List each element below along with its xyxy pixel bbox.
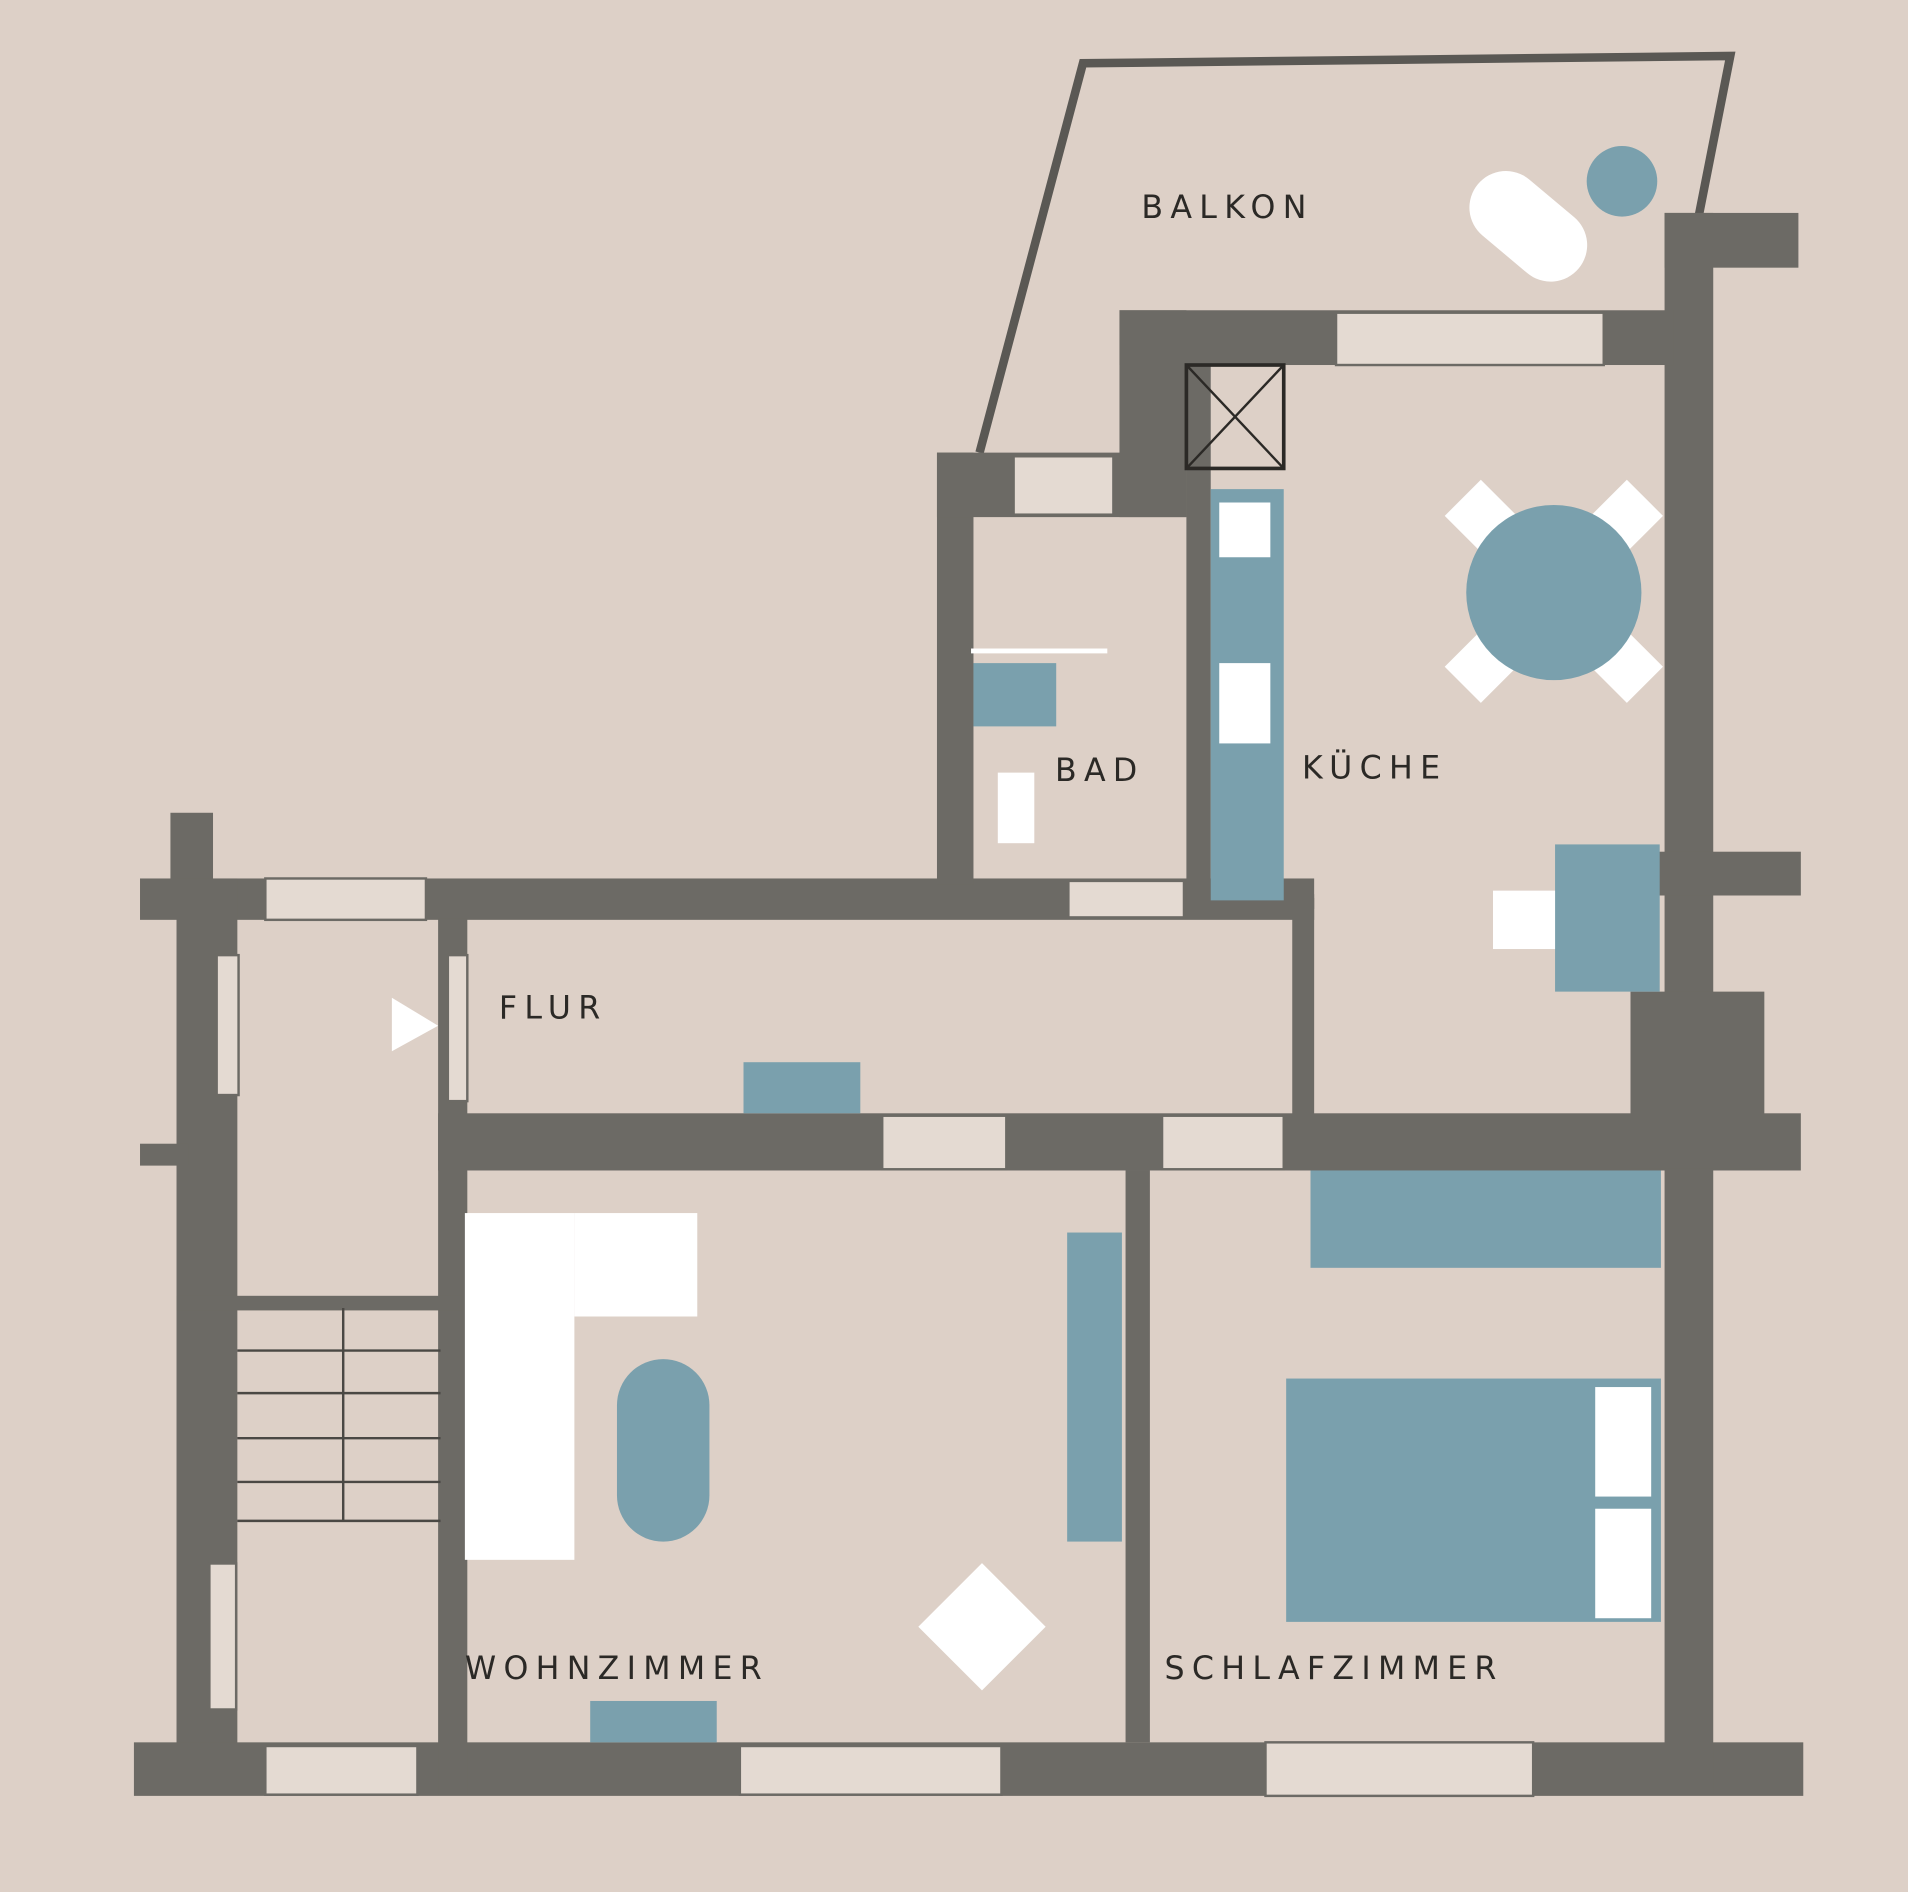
ventilation-shaft: [1184, 363, 1286, 471]
kitchen-stool: [1493, 890, 1556, 950]
bath-tub: [973, 663, 1057, 727]
living-window-bench: [590, 1700, 717, 1743]
balcony-railing: [975, 51, 1736, 454]
kitchen-sink: [1219, 502, 1271, 558]
kitchen-dining-table: [1466, 504, 1642, 681]
kitchen-desk: [1555, 844, 1660, 992]
living-sideboard: [1067, 1232, 1122, 1542]
room-label-schlafzimmer: SCHLAFZIMMER: [1164, 1651, 1503, 1687]
bedroom-wardrobe: [1310, 1170, 1661, 1268]
room-label-kueche: KÜCHE: [1302, 749, 1447, 787]
bath-sink: [997, 772, 1035, 844]
living-coffee-table: [616, 1359, 710, 1542]
living-sofa-chaise: [574, 1213, 698, 1317]
bedroom-pillow: [1595, 1508, 1652, 1619]
hallway-bench: [743, 1062, 861, 1114]
room-label-wohnzimmer: WOHNZIMMER: [465, 1651, 769, 1687]
room-label-flur: FLUR: [499, 990, 608, 1026]
balcony-table: [1586, 146, 1658, 217]
room-label-balkon: BALKON: [1141, 190, 1313, 226]
room-label-bad: BAD: [1055, 753, 1145, 789]
entrance-arrow-icon: [391, 997, 439, 1052]
living-armchair: [918, 1563, 1046, 1691]
bath-shelf: [971, 648, 1108, 654]
living-sofa: [464, 1213, 575, 1560]
bedroom-pillow: [1595, 1387, 1652, 1497]
windows: [208, 311, 1605, 1798]
balcony-lounger: [1469, 171, 1588, 282]
kitchen-stove: [1219, 663, 1271, 744]
staircase: [237, 1307, 441, 1523]
